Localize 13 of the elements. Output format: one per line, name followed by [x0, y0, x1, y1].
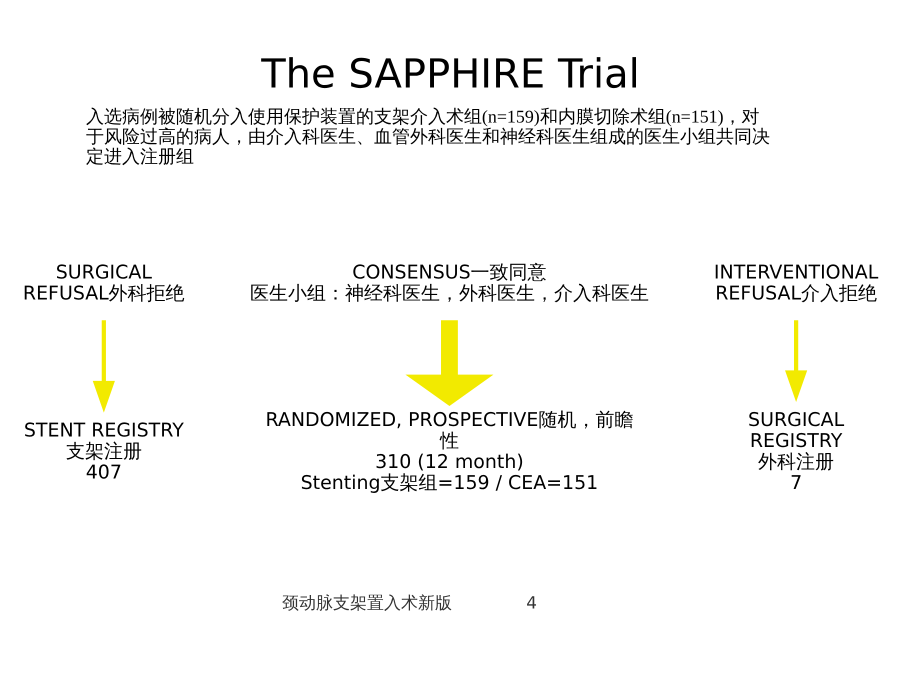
label: 入选病例被随机分入使用保护装置的支架介入术组(n=159)和内膜切除术组(n=151)，对于风险过高的病人，由介入科医生、血管外科医生和神经科医生组成的医生小组共同决定进入注册组	[85, 106, 770, 167]
node-text: SURGICAL REGISTRY 外科注册 7	[748, 408, 844, 494]
label: 颈动脉支架置入术新版	[282, 592, 452, 613]
node-text: CONSENSUS一致同意 医生小组：神经科医生，外科医生，介入科医生	[249, 261, 648, 304]
node-text: RANDOMIZED, PROSPECTIVE随机，前瞻性 310 (12 month) Stenting支架组=159 / CEA=151	[264, 408, 633, 494]
label: 4	[526, 592, 536, 613]
node-text: SURGICAL REFUSAL外科拒绝	[22, 261, 184, 304]
arrow	[404, 320, 493, 406]
arrow	[784, 320, 807, 402]
node-text: STENT REGISTRY 支架注册 407	[23, 419, 184, 484]
arrow	[92, 320, 114, 413]
diagram-title: The SAPPHIRE Trial	[260, 52, 640, 98]
node-text: INTERVENTIONAL REFUSAL介入拒绝	[713, 261, 878, 304]
